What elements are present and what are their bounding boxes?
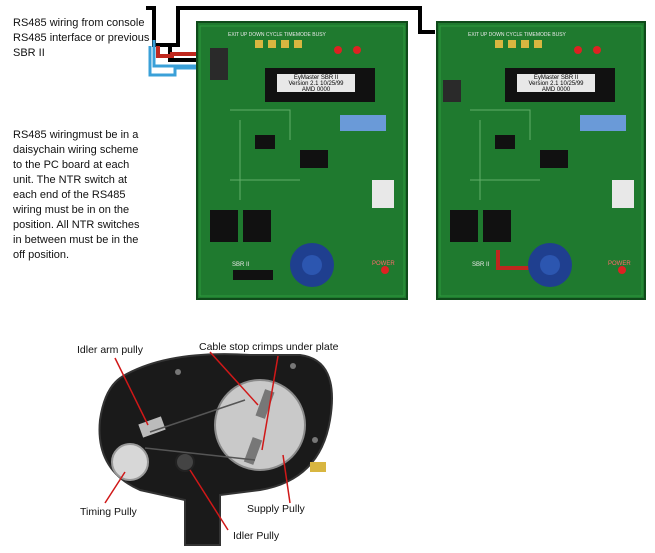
top-label-exit: EXIT xyxy=(228,32,240,38)
top-label-cycle: CYCLE xyxy=(505,32,523,38)
pcb-right-power-label: POWER xyxy=(608,261,631,267)
top-label-busy: BUSY xyxy=(312,32,326,38)
top-label-up: UP xyxy=(240,32,248,38)
boards-diagram xyxy=(146,6,646,300)
pcb-right-top-labels: EXIT UP DOWN CYCLE TIMEMODE BUSY xyxy=(468,32,566,38)
led-timemode xyxy=(334,46,342,54)
timing-pully xyxy=(111,443,149,481)
chip-line-3: AMD 0000 xyxy=(301,87,331,93)
top-label-busy: BUSY xyxy=(552,32,566,38)
label-supply-pully: Supply Pully xyxy=(247,503,305,515)
pcb-left-top-labels: EXIT UP DOWN CYCLE TIMEMODE BUSY xyxy=(228,32,326,38)
pcb-left-power-led xyxy=(381,266,389,274)
wire-red xyxy=(156,46,210,58)
pcb-left xyxy=(196,21,408,300)
pcb-right-lower-label: SBR II xyxy=(472,262,490,268)
label-idler-pully: Idler Pully xyxy=(233,530,280,542)
pcb-left-power-label: POWER xyxy=(372,261,395,267)
top-label-up: UP xyxy=(480,32,488,38)
top-label-timemode: TIMEMODE xyxy=(283,32,311,38)
top-label-down: DOWN xyxy=(488,32,505,38)
pcb-left-terminal xyxy=(372,180,394,208)
callout-line-cable-stop-2 xyxy=(261,355,279,451)
pcb-right-connector xyxy=(443,80,461,102)
label-idler-arm-pully: Idler arm pully xyxy=(77,344,143,356)
top-label-cycle: CYCLE xyxy=(265,32,283,38)
connector-stub xyxy=(310,462,326,472)
chip-line-3: AMD 0000 xyxy=(541,87,571,93)
label-cable-stop: Cable stop crimps under plate xyxy=(199,341,339,353)
pcb-right-buttons xyxy=(495,40,542,48)
led-busy xyxy=(353,46,361,54)
callout-line-idler xyxy=(189,469,229,531)
callout-line-timing xyxy=(104,471,126,504)
chip-line-1: EyMaster SBR II xyxy=(533,75,579,81)
callout-line-cable-stop xyxy=(209,351,259,406)
chip-line-1: EyMaster SBR II xyxy=(293,75,339,81)
wire-blue-2 xyxy=(152,40,210,68)
chip-line-2: Version 2.1 10/25/99 xyxy=(528,81,584,87)
top-label-down: DOWN xyxy=(248,32,265,38)
top-label-timemode: TIMEMODE xyxy=(523,32,551,38)
pcb-left-buttons xyxy=(255,40,302,48)
pcb-right-chip-label: EyMaster SBR II Version 2.1 10/25/99 AMD… xyxy=(519,75,593,93)
callout-line-supply xyxy=(282,454,291,504)
chip-line-2: Version 2.1 10/25/99 xyxy=(288,81,344,87)
pcb-left-connector xyxy=(210,48,228,80)
wire-black-left xyxy=(146,6,210,62)
ntr-jumper xyxy=(496,250,535,270)
callout-line-idler-arm xyxy=(114,357,149,426)
pcb-left-dip xyxy=(340,115,386,131)
pcb-left-chip-label: EyMaster SBR II Version 2.1 10/25/99 AMD… xyxy=(279,75,353,93)
wire-blue xyxy=(148,46,210,77)
idler-pully xyxy=(175,452,195,472)
idler-arm xyxy=(138,416,166,438)
wire-black-right xyxy=(170,6,435,47)
wiring-description: RS485 wiring from console RS485 interfac… xyxy=(13,17,150,59)
pcb-right-dip xyxy=(580,115,626,131)
label-timing-pully: Timing Pully xyxy=(80,506,137,518)
top-label-exit: EXIT xyxy=(468,32,480,38)
pcb-left-lower-label: SBR II xyxy=(232,262,250,268)
daisychain-description: RS485 wiringmust be in a daisychain wiri… xyxy=(13,129,140,261)
supply-pully-plate xyxy=(214,379,306,471)
pcb-right xyxy=(436,21,646,300)
